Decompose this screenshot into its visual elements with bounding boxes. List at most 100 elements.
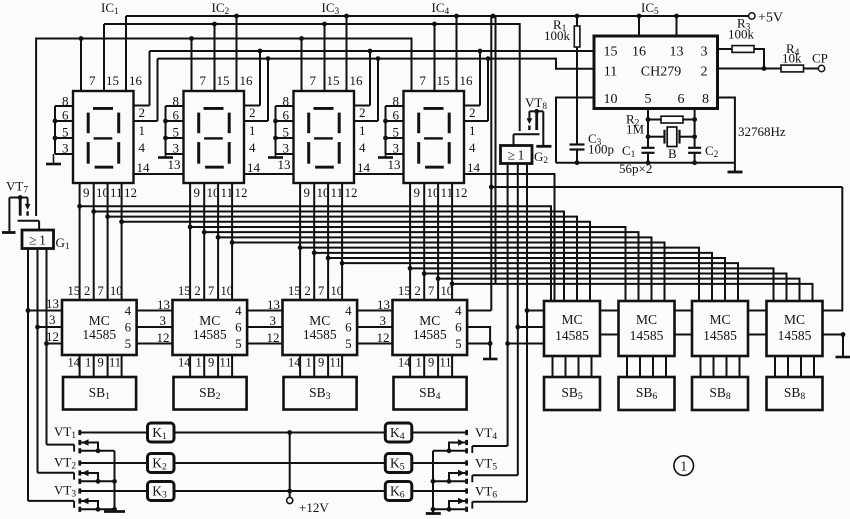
svg-text:12: 12 bbox=[267, 330, 280, 345]
svg-text:9: 9 bbox=[318, 356, 324, 370]
svg-text:4: 4 bbox=[359, 140, 366, 155]
svg-text:14585: 14585 bbox=[413, 327, 447, 342]
svg-text:10: 10 bbox=[221, 284, 234, 298]
svg-text:SB4: SB4 bbox=[419, 385, 441, 402]
svg-text:SB3: SB3 bbox=[309, 385, 331, 402]
svg-text:SB8: SB8 bbox=[784, 385, 806, 402]
svg-text:12: 12 bbox=[157, 330, 170, 345]
svg-text:9: 9 bbox=[98, 356, 104, 370]
svg-text:7: 7 bbox=[98, 284, 104, 298]
svg-text:10: 10 bbox=[331, 284, 344, 298]
svg-text:8: 8 bbox=[62, 94, 69, 109]
svg-text:VT4: VT4 bbox=[475, 425, 497, 442]
svg-text:7: 7 bbox=[420, 73, 427, 88]
svg-text:15: 15 bbox=[398, 284, 411, 298]
svg-text:1: 1 bbox=[680, 459, 687, 474]
svg-text:14: 14 bbox=[288, 356, 301, 370]
svg-text:14585: 14585 bbox=[555, 328, 589, 343]
svg-text:6: 6 bbox=[283, 108, 290, 123]
svg-text:13: 13 bbox=[388, 157, 401, 172]
svg-text:1M: 1M bbox=[626, 122, 645, 137]
svg-text:11: 11 bbox=[220, 356, 232, 370]
svg-text:13: 13 bbox=[168, 157, 181, 172]
svg-text:4: 4 bbox=[125, 303, 132, 318]
svg-text:SB5: SB5 bbox=[561, 385, 583, 402]
svg-text:5: 5 bbox=[125, 336, 132, 351]
svg-text:8: 8 bbox=[283, 94, 290, 109]
svg-text:11: 11 bbox=[110, 185, 123, 200]
svg-text:12: 12 bbox=[235, 185, 248, 200]
svg-text:10k: 10k bbox=[782, 51, 802, 66]
svg-text:2: 2 bbox=[415, 284, 421, 298]
svg-text:9: 9 bbox=[208, 356, 214, 370]
svg-text:14: 14 bbox=[178, 356, 191, 370]
svg-text:2: 2 bbox=[305, 284, 311, 298]
svg-text:3: 3 bbox=[701, 45, 708, 60]
svg-text:15: 15 bbox=[437, 73, 450, 88]
svg-text:12: 12 bbox=[377, 330, 390, 345]
svg-text:2: 2 bbox=[469, 105, 476, 120]
svg-text:32768Hz: 32768Hz bbox=[738, 124, 786, 139]
svg-text:14585: 14585 bbox=[703, 328, 737, 343]
svg-text:3: 3 bbox=[49, 312, 56, 327]
svg-text:1: 1 bbox=[85, 356, 91, 370]
svg-text:9: 9 bbox=[414, 185, 421, 200]
svg-text:5: 5 bbox=[645, 92, 652, 107]
svg-text:SB8: SB8 bbox=[709, 385, 731, 402]
svg-text:7: 7 bbox=[428, 284, 434, 298]
svg-text:13: 13 bbox=[157, 297, 170, 312]
svg-text:10: 10 bbox=[441, 284, 454, 298]
svg-text:MC: MC bbox=[709, 312, 730, 327]
svg-text:≥ 1: ≥ 1 bbox=[29, 233, 46, 248]
svg-text:VT7: VT7 bbox=[6, 179, 28, 196]
svg-text:6: 6 bbox=[125, 320, 132, 335]
svg-text:MC: MC bbox=[636, 312, 657, 327]
svg-text:15: 15 bbox=[217, 73, 230, 88]
svg-text:14585: 14585 bbox=[303, 327, 337, 342]
svg-text:1: 1 bbox=[359, 123, 366, 138]
svg-text:7: 7 bbox=[89, 73, 96, 88]
svg-text:11: 11 bbox=[331, 185, 344, 200]
svg-text:CP: CP bbox=[812, 51, 828, 66]
svg-text:7: 7 bbox=[200, 73, 207, 88]
svg-text:15: 15 bbox=[178, 284, 191, 298]
svg-text:1: 1 bbox=[306, 356, 312, 370]
svg-text:15: 15 bbox=[604, 45, 618, 60]
svg-text:1: 1 bbox=[196, 356, 202, 370]
svg-text:+12V: +12V bbox=[299, 500, 329, 515]
svg-text:1: 1 bbox=[416, 356, 422, 370]
svg-text:13: 13 bbox=[267, 297, 280, 312]
svg-text:VT3: VT3 bbox=[54, 483, 76, 500]
svg-text:8: 8 bbox=[393, 94, 400, 109]
svg-text:6: 6 bbox=[173, 108, 180, 123]
svg-text:13: 13 bbox=[670, 45, 684, 60]
svg-text:14: 14 bbox=[467, 160, 481, 175]
svg-text:VT2: VT2 bbox=[54, 455, 76, 472]
svg-text:2: 2 bbox=[249, 105, 256, 120]
svg-text:2: 2 bbox=[84, 284, 90, 298]
svg-text:11: 11 bbox=[604, 65, 617, 80]
svg-text:14585: 14585 bbox=[630, 328, 664, 343]
svg-text:4: 4 bbox=[249, 140, 256, 155]
svg-text:5: 5 bbox=[393, 125, 400, 140]
svg-text:3: 3 bbox=[380, 313, 387, 328]
svg-text:4: 4 bbox=[235, 303, 242, 318]
svg-text:3: 3 bbox=[270, 313, 277, 328]
svg-text:6: 6 bbox=[393, 108, 400, 123]
svg-text:15: 15 bbox=[327, 73, 340, 88]
svg-text:10: 10 bbox=[96, 185, 109, 200]
svg-text:14: 14 bbox=[68, 356, 81, 370]
svg-text:10: 10 bbox=[317, 185, 330, 200]
svg-text:14: 14 bbox=[247, 160, 261, 175]
svg-text:10: 10 bbox=[110, 284, 123, 298]
svg-text:1: 1 bbox=[469, 123, 476, 138]
svg-text:10: 10 bbox=[427, 185, 440, 200]
svg-text:15: 15 bbox=[68, 284, 81, 298]
svg-text:16: 16 bbox=[129, 73, 143, 88]
svg-text:VT5: VT5 bbox=[475, 456, 497, 473]
svg-text:14585: 14585 bbox=[193, 327, 227, 342]
svg-text:≥ 1: ≥ 1 bbox=[508, 148, 525, 163]
svg-text:1: 1 bbox=[249, 123, 256, 138]
svg-text:10: 10 bbox=[207, 185, 220, 200]
svg-text:5: 5 bbox=[345, 336, 352, 351]
